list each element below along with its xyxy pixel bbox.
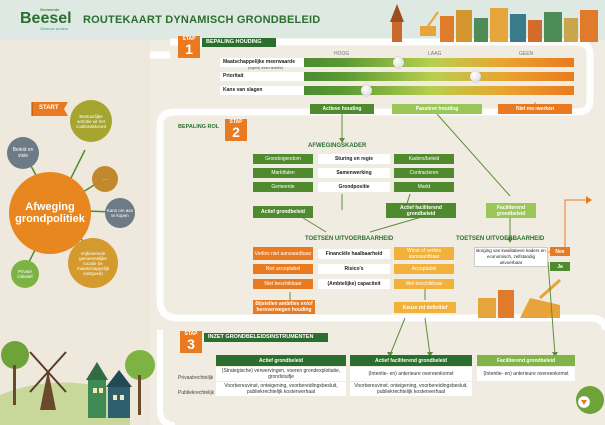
instrument-title-0: Actief grondbeleid [216, 355, 346, 366]
feasibility-title-right: TOETSEN UITVOERBAARHEID [456, 236, 545, 242]
instrument-col-1: Actief faciliterend grondbeleid (Intenti… [350, 355, 472, 396]
criterion-label-2: Kans van slagen [220, 86, 304, 95]
step2-tag-number: 2 [232, 124, 240, 140]
satellite-policy: Beleid en visie [7, 137, 39, 169]
framework-right-0: Kaders/beleid [394, 154, 454, 164]
start-label: START [39, 105, 59, 111]
satellite-private: Private initiatief [11, 260, 39, 288]
satellite-private-label: Private initiatief [17, 269, 33, 279]
instrument-col-0: Actief grondbeleid (Strategische) verwer… [216, 355, 346, 396]
framework-title: AFWEGINGSKADER [308, 143, 367, 149]
criterion-row-2: Kans van slagen [220, 86, 574, 95]
feas-center-1: Risico's [318, 264, 390, 274]
step2-tag: STAP 2 [225, 119, 247, 141]
instrument-public-0: Voorbereuvinst, onteigening, voorbereidi… [216, 382, 346, 396]
criterion-row-1: Prioritait [220, 72, 574, 81]
feas-right-2: Wel beschikbaar [394, 279, 454, 289]
satellite-purchase-label: Kans om aan te kopen [106, 208, 134, 218]
step3-header: INZET GRONDBELEIDSINSTRUMENTEN [204, 333, 328, 342]
criterion-slider-0[interactable] [393, 57, 404, 68]
feas-left-0: Verlies niet aanvaardbaar [253, 247, 313, 260]
step2-prefix: BEPALING ROL [178, 124, 220, 130]
logo-brand: Beesel [20, 10, 72, 27]
instrument-private-1: (Intentie- en) anterieure overeenkomst [350, 367, 472, 381]
start-flag: START [30, 102, 70, 121]
framework-right-2: Markt [394, 182, 454, 192]
feas-left-2: Niet beschikbaar [253, 279, 313, 289]
page-title: ROUTEKAART DYNAMISCH GRONDBELEID [83, 14, 321, 26]
scale-none: GEEN [519, 51, 534, 57]
feas-center-2: (Ambtelijke) capaciteit [318, 279, 390, 289]
weighing-center: Afweging grondpolitiek [9, 172, 91, 254]
framework-left-1: Marktfalen [253, 168, 313, 178]
criterion-label-1: Prioritait [220, 72, 304, 81]
answer-no: Nee [550, 247, 570, 256]
criterion-label-0: Maatschappelijke meerwaarde [220, 58, 304, 67]
satellite-other-label: ... [102, 176, 108, 182]
step1-header: BEPALING HOUDING [202, 38, 276, 47]
satellite-location-label: Vrijkomende gemeentelijke locatie (ie ma… [76, 250, 110, 276]
law-public: Publiekrechtelijk [178, 390, 215, 396]
logo: Gemeente Beesel Gewoon anders [20, 7, 100, 31]
framework-right-1: Contracteren [394, 168, 454, 178]
scale-low: LAAG [428, 51, 442, 57]
satellite-location: Vrijkomende gemeentelijke locatie (ie ma… [68, 238, 118, 288]
instrument-private-0: (Strategische) verwervingen, voeren gron… [216, 367, 346, 381]
stance-passive: Passieve houding [392, 104, 482, 114]
scale-high: HOOG [334, 51, 350, 57]
step3-tag: STAP 3 [180, 331, 202, 353]
feas-center-0: Financiële haalbaarheid [318, 249, 390, 259]
criterion-slider-1[interactable] [470, 71, 481, 82]
feas-right-1: Acceptabel [394, 264, 454, 274]
criterion-sub-0: (urgent) eisen ambitie) [248, 66, 284, 70]
criterion-text-1: Prioritait [223, 73, 244, 79]
logo-municipality-label: Gemeente [40, 7, 60, 12]
instrument-col-2: Faciliterend grondbeleid (Intentie- en) … [477, 355, 575, 381]
step3-tag-number: 3 [187, 336, 195, 352]
logo-tagline: Gewoon anders [40, 26, 69, 31]
step1-tag: STAP 1 [178, 36, 200, 58]
satellite-ambition: Bestuurlijke ambitie uit het coalitieakk… [70, 100, 112, 142]
satellite-other: ... [92, 166, 118, 192]
satellite-policy-label: Beleid en visie [12, 147, 34, 159]
framework-center-2: Grondpositie [318, 182, 390, 192]
start-flag-icon [31, 102, 68, 116]
decision-box: Keuze rol definitief [394, 302, 456, 313]
satellite-purchase: Kans om aan te kopen [105, 198, 135, 228]
role-facilitating: Actief faciliterend grondbeleid [386, 203, 456, 218]
instrument-private-2: (Intentie- en) anterieure overeenkomst [477, 367, 575, 381]
answer-yes: Ja [550, 262, 570, 271]
criterion-text-2: Kans van slagen [223, 87, 263, 93]
role-facilitated: Faciliterend grondbeleid [486, 203, 536, 218]
instrument-title-1: Actief faciliterend grondbeleid [350, 355, 472, 366]
satellite-ambition-label: Bestuurlijke ambitie uit het coalitieakk… [75, 113, 107, 129]
framework-center-0: Sturing en regie [318, 154, 390, 164]
criterion-slider-2[interactable] [361, 85, 372, 96]
law-private: Privaatrechtelijk [178, 375, 214, 381]
guarantee-question: Borging van kwalitatieve kaders en econo… [474, 247, 548, 267]
down-arrow-icon [577, 395, 591, 409]
feas-left-1: Niet acceptabel [253, 264, 313, 274]
step1-tag-word: STAP [182, 36, 196, 42]
framework-center-1: Samenwerking [318, 168, 390, 178]
step1-tag-number: 1 [185, 41, 193, 57]
step3-tag-word: STAP [184, 331, 198, 337]
weighing-center-label: Afweging grondpolitiek [15, 201, 85, 225]
feas-right-0: Winst of verlies aanvaardbaar [394, 247, 454, 260]
adjust-box: Bijstellen ambities en/of heroverwegen h… [253, 300, 315, 314]
criterion-text-0: Maatschappelijke meerwaarde [223, 59, 295, 65]
step2-tag-word: STAP [229, 119, 243, 125]
instrument-public-1: Voorbereuvinst, onteigening, voorbereidi… [350, 382, 472, 396]
feasibility-title-left: TOETSEN UITVOERBAARHEID [305, 236, 394, 242]
framework-left-0: Grondeigendom [253, 154, 313, 164]
stance-active: Actieve houding [310, 104, 374, 114]
framework-left-2: Gemeente [253, 182, 313, 192]
instrument-title-2: Faciliterend grondbeleid [477, 355, 575, 366]
role-active: Actief grondbeleid [253, 206, 313, 218]
